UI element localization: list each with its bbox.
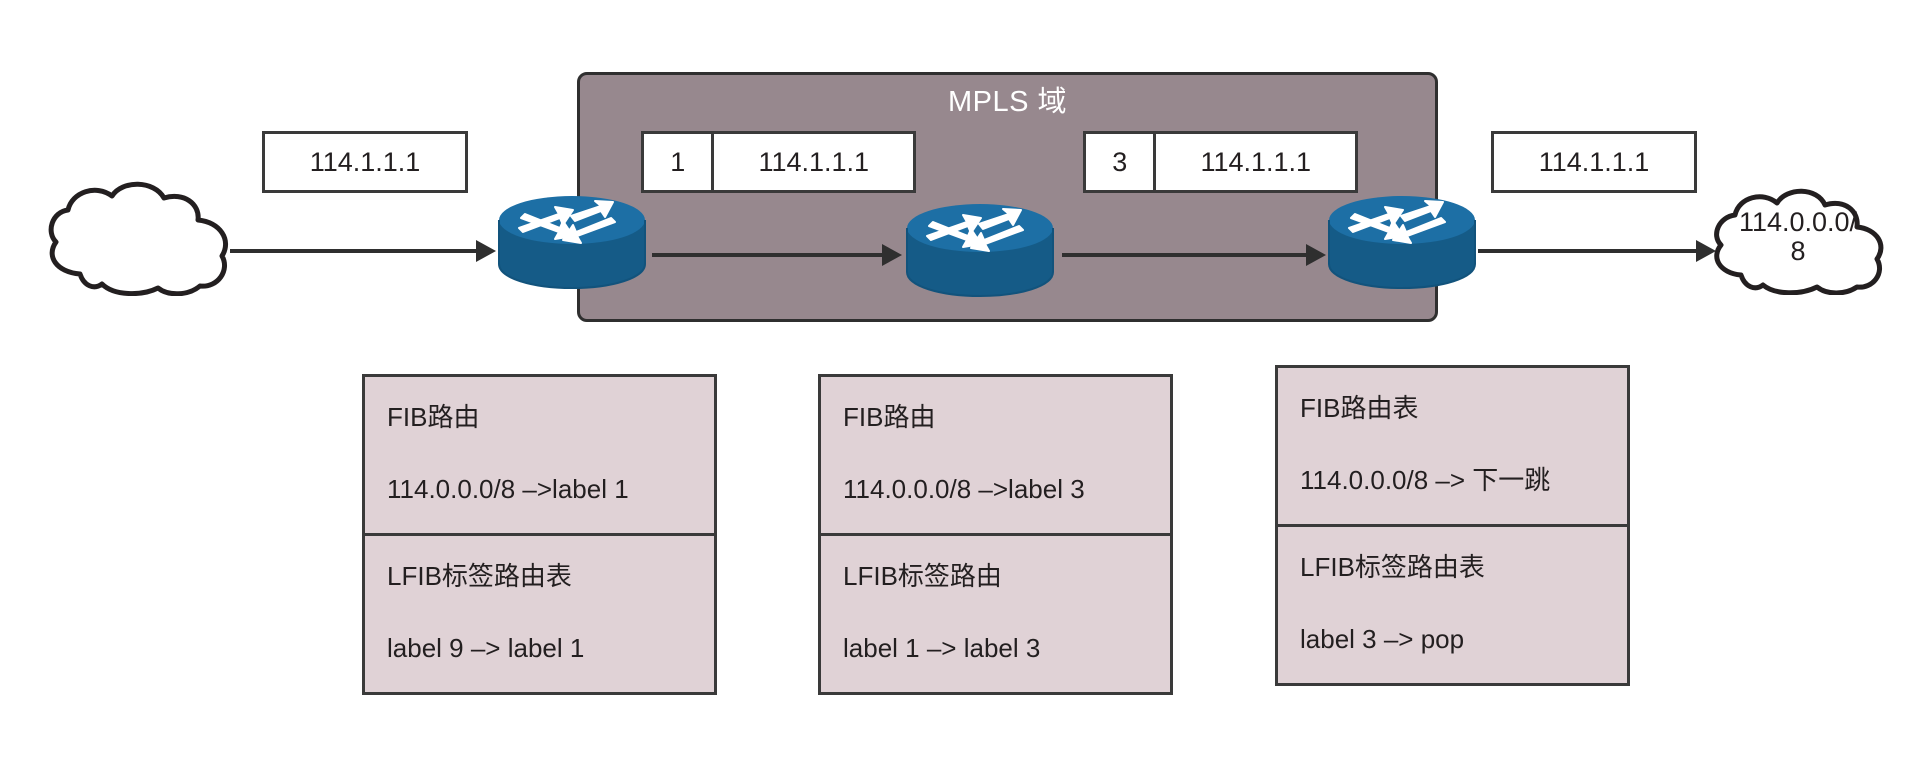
link-router3-to-cloud (1478, 249, 1696, 253)
router-2-fib-title: FIB路由 (843, 402, 936, 432)
packet-egress-ip: 114.1.1.1 (1538, 146, 1650, 177)
router-ingress-ler (497, 194, 647, 290)
router-3-fib-title: FIB路由表 (1300, 393, 1419, 423)
link-cloud-to-router1 (230, 249, 476, 253)
router-transit-lsr (905, 202, 1055, 298)
destination-network-cloud (1707, 185, 1892, 296)
router-3-lfib-title: LFIB标签路由表 (1300, 552, 1485, 583)
router-3-lfib-entry: label 3 –> pop (1300, 623, 1465, 654)
packet-hop-1-ip: 114.1.1.1 (758, 146, 870, 177)
router-1-fib-entry: 114.0.0.0/8 –>label 1 (387, 473, 629, 504)
packet-hop-1-label: 1 (644, 134, 715, 190)
router-3-lfib-section: LFIB标签路由表 label 3 –> pop (1278, 527, 1627, 683)
router-2-fib-entry: 114.0.0.0/8 –>label 3 (843, 473, 1085, 504)
arrowhead-router2 (882, 244, 902, 266)
source-network-cloud (42, 178, 238, 297)
arrowhead-router1 (476, 240, 496, 262)
router-1-lfib-title: LFIB标签路由表 (387, 561, 572, 592)
router-1-fib-section: FIB路由 114.0.0.0/8 –>label 1 (365, 377, 714, 537)
packet-ingress-ip: 114.1.1.1 (309, 146, 421, 177)
mpls-domain-label: MPLS 域 (947, 86, 1068, 118)
router-2-lfib-section: LFIB标签路由 label 1 –> label 3 (821, 536, 1170, 692)
router-1-routing-tables: FIB路由 114.0.0.0/8 –>label 1 LFIB标签路由表 la… (362, 374, 717, 696)
destination-network-label: 114.0.0.0/ 8 (1738, 207, 1858, 267)
router-2-lfib-entry: label 1 –> label 3 (843, 632, 1041, 663)
router-2-routing-tables: FIB路由 114.0.0.0/8 –>label 3 LFIB标签路由 lab… (818, 374, 1173, 696)
packet-hop-2-label: 3 (1086, 134, 1157, 190)
router-1-fib-title: FIB路由 (387, 402, 480, 432)
packet-hop-2-ip: 114.1.1.1 (1200, 146, 1312, 177)
arrowhead-cloud-right (1696, 240, 1716, 262)
link-router2-to-router3 (1062, 253, 1306, 257)
router-2-lfib-title: LFIB标签路由 (843, 561, 1002, 592)
router-1-lfib-section: LFIB标签路由表 label 9 –> label 1 (365, 536, 714, 692)
packet-hop-1: 1 114.1.1.1 (641, 131, 916, 193)
packet-egress: 114.1.1.1 (1491, 131, 1697, 193)
link-router1-to-router2 (652, 253, 882, 257)
router-3-fib-section: FIB路由表 114.0.0.0/8 –> 下一跳 (1278, 368, 1627, 528)
router-1-lfib-entry: label 9 –> label 1 (387, 632, 585, 663)
router-3-fib-entry: 114.0.0.0/8 –> 下一跳 (1300, 464, 1551, 495)
packet-ingress: 114.1.1.1 (262, 131, 468, 193)
router-3-routing-tables: FIB路由表 114.0.0.0/8 –> 下一跳 LFIB标签路由表 labe… (1275, 365, 1630, 687)
router-egress-ler (1327, 194, 1477, 290)
router-2-fib-section: FIB路由 114.0.0.0/8 –>label 3 (821, 377, 1170, 537)
arrowhead-router3 (1306, 244, 1326, 266)
packet-hop-2: 3 114.1.1.1 (1083, 131, 1358, 193)
